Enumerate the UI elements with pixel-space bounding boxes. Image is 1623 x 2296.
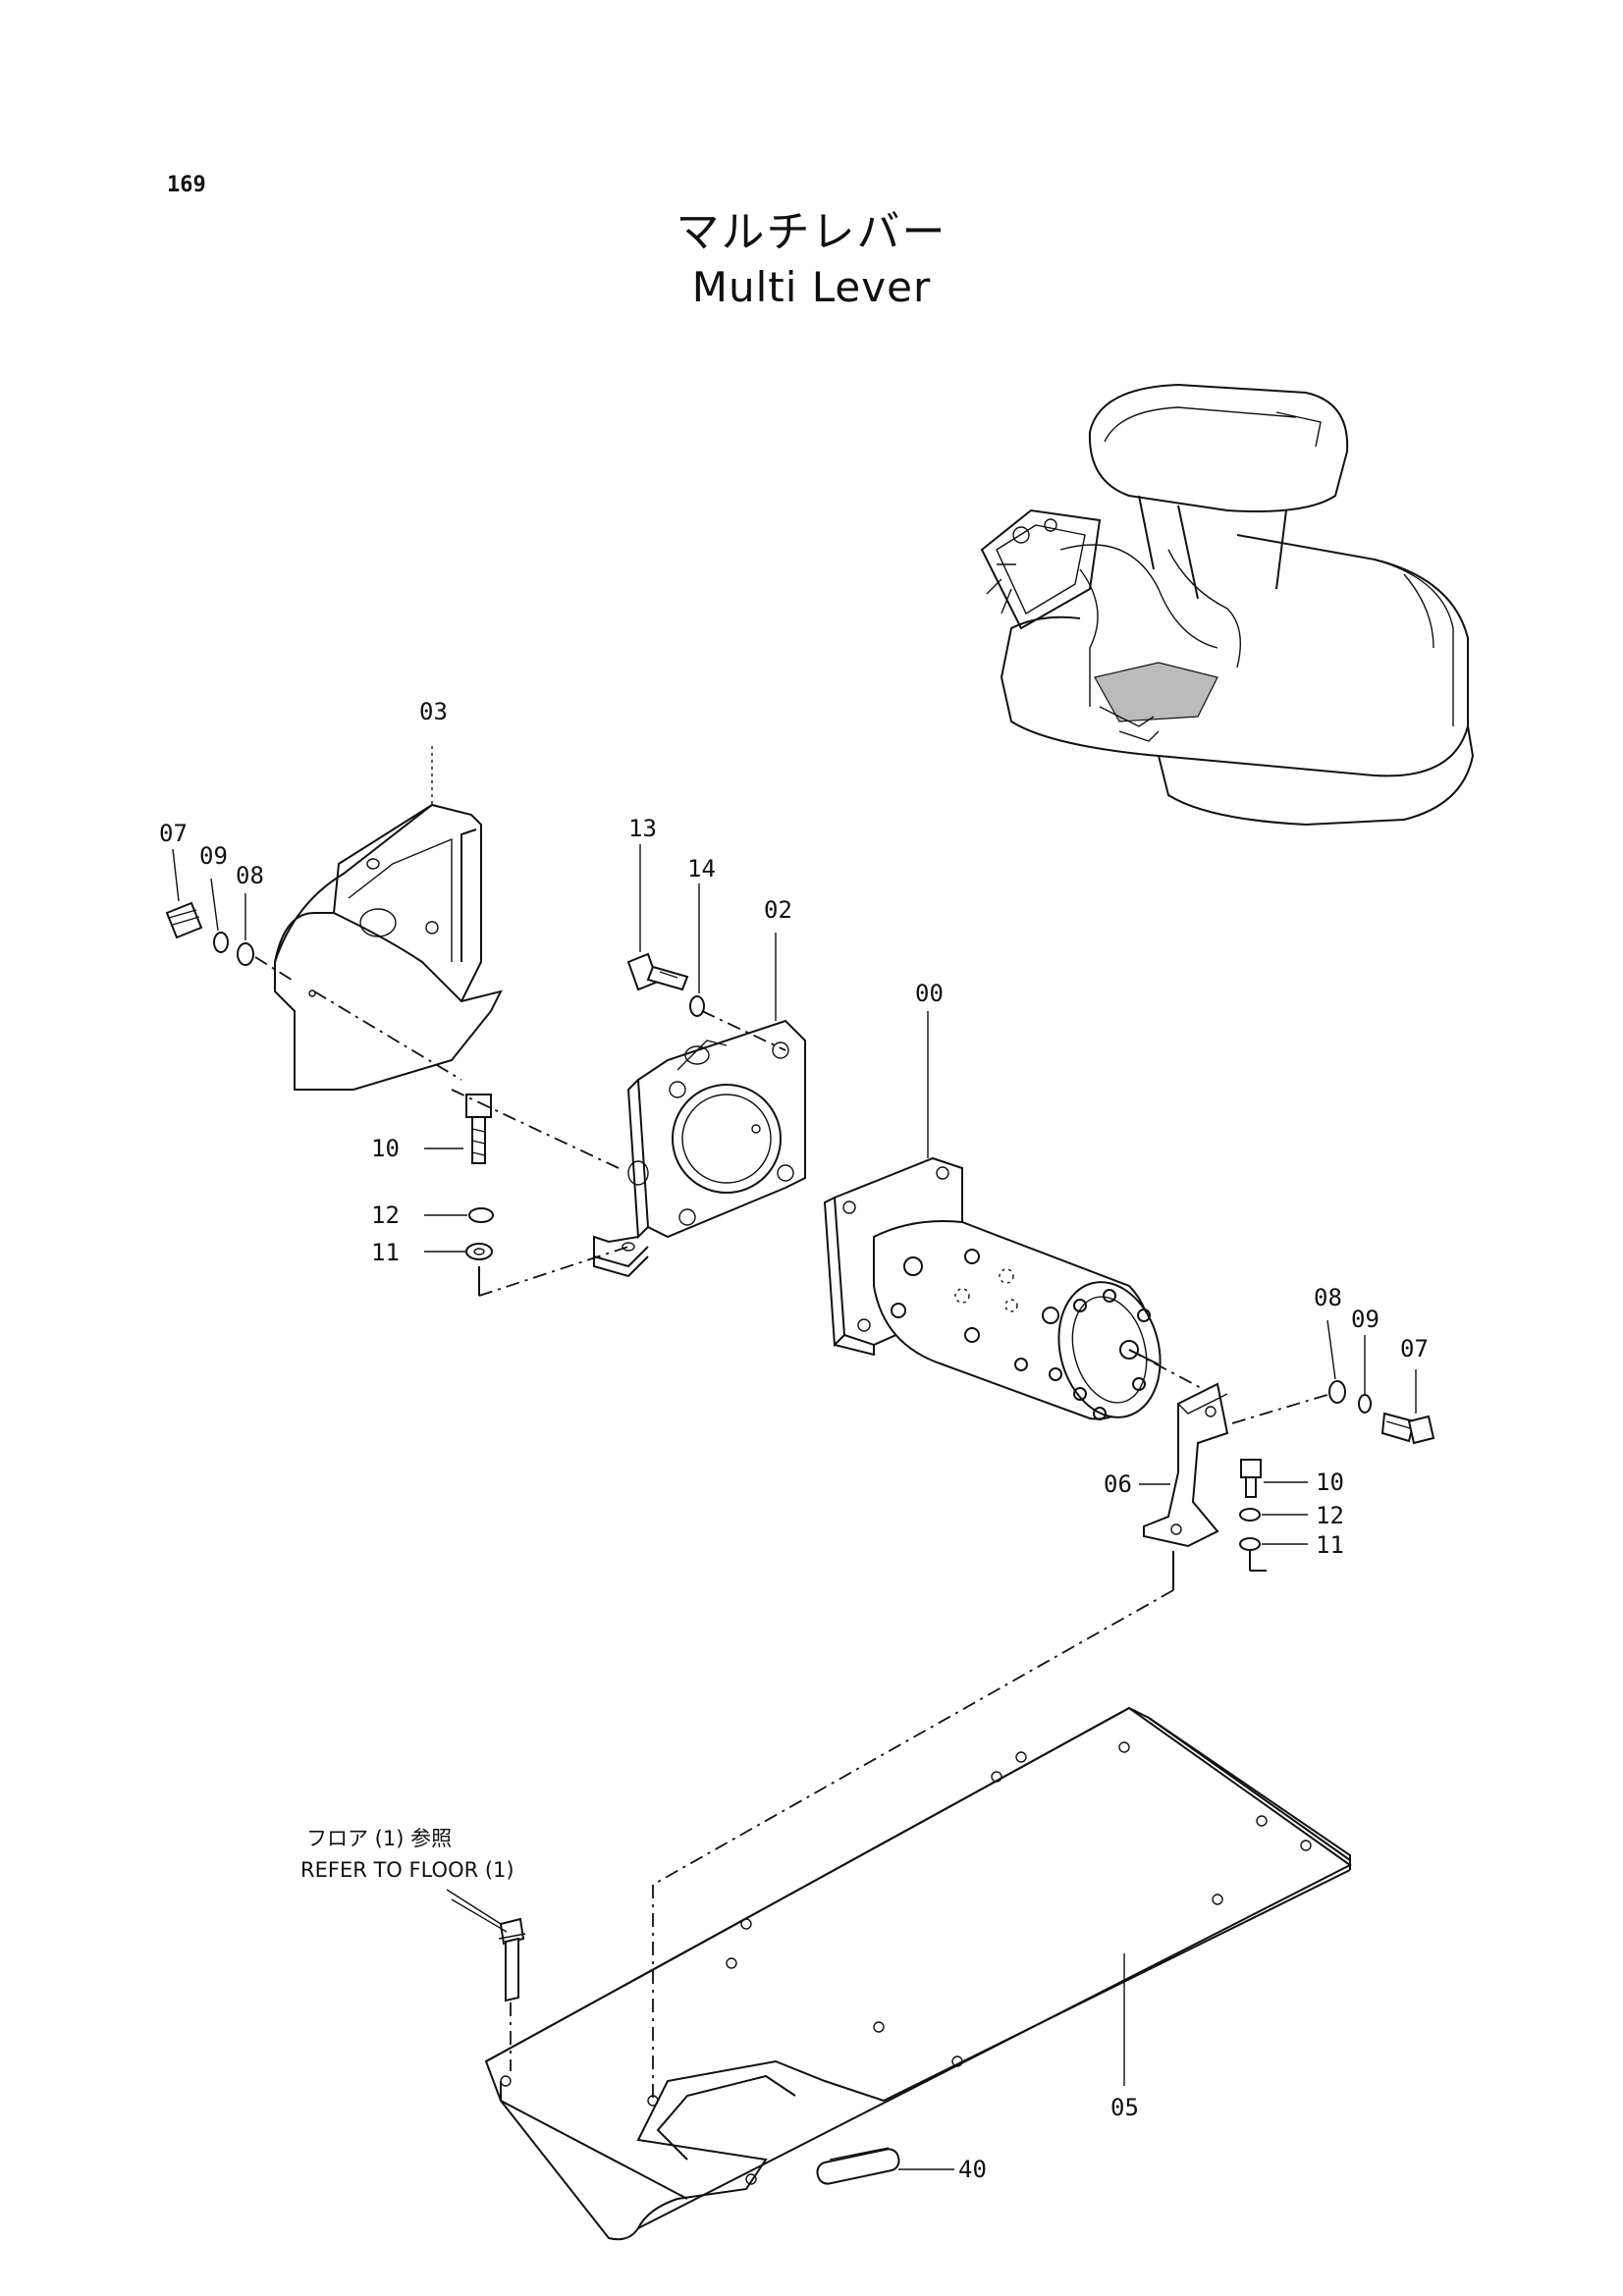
diagram-title-japanese: マルチレバー bbox=[676, 207, 947, 257]
callout-13: 13 bbox=[628, 815, 657, 842]
callout-40: 40 bbox=[958, 2156, 987, 2183]
fastener-washer-11-right bbox=[1239, 1537, 1261, 1551]
part-02-bracket bbox=[593, 1019, 806, 1278]
callout-11-left: 11 bbox=[371, 1239, 400, 1266]
callout-02: 02 bbox=[764, 896, 792, 924]
callout-10-right: 10 bbox=[1316, 1468, 1344, 1496]
callout-07-left: 07 bbox=[159, 820, 188, 847]
page-number: 169 bbox=[167, 173, 206, 197]
fastener-bolt-10-right bbox=[1240, 1459, 1262, 1498]
fastener-bolt-07-left bbox=[165, 901, 203, 939]
callout-08-right: 08 bbox=[1314, 1284, 1342, 1311]
callout-12-right: 12 bbox=[1316, 1502, 1344, 1529]
reference-note-japanese: フロア (1) 参照 bbox=[306, 1827, 452, 1850]
callout-12-left: 12 bbox=[371, 1201, 400, 1229]
fastener-lockwasher-12-left bbox=[468, 1207, 494, 1223]
fastener-bolt-10-left bbox=[465, 1094, 492, 1164]
reference-note: フロア (1) 参照 REFER TO FLOOR (1) bbox=[300, 1827, 514, 1882]
fastener-washer-09-right bbox=[1358, 1394, 1372, 1414]
callout-00: 00 bbox=[915, 980, 944, 1007]
fastener-bolt-13 bbox=[626, 952, 689, 991]
fastener-washer-08-right bbox=[1328, 1380, 1346, 1404]
callout-10-left: 10 bbox=[371, 1135, 400, 1162]
callout-14: 14 bbox=[687, 855, 716, 882]
fastener-washer-14 bbox=[689, 995, 705, 1017]
callout-05: 05 bbox=[1110, 2094, 1139, 2121]
part-03-cover bbox=[274, 803, 503, 1091]
assembly-lines bbox=[254, 956, 1331, 2101]
diagram-title-english: Multi Lever bbox=[691, 263, 932, 311]
callout-09-left: 09 bbox=[199, 842, 228, 870]
callout-03: 03 bbox=[419, 698, 448, 725]
fastener-washer-08-left bbox=[237, 942, 254, 966]
fastener-lockwasher-12-right bbox=[1239, 1508, 1261, 1522]
fastener-bolt-07-right bbox=[1380, 1412, 1435, 1445]
part-40-rubber-grip bbox=[816, 2147, 900, 2185]
fastener-washer-11-left bbox=[465, 1243, 493, 1260]
callout-labels: 03 07 09 08 13 14 02 00 10 12 11 08 09 0… bbox=[159, 698, 1429, 2183]
fastener-washer-09-left bbox=[213, 932, 229, 953]
machine-overview-illustration bbox=[980, 383, 1475, 827]
part-05-floor-plate bbox=[484, 1706, 1352, 2241]
leader-lines bbox=[172, 746, 1417, 2170]
fastener-floor-bolt bbox=[498, 1917, 526, 2002]
part-00-pilot-valve bbox=[823, 1156, 1162, 1420]
callout-08-left: 08 bbox=[236, 862, 264, 889]
callout-07-right: 07 bbox=[1400, 1335, 1429, 1362]
callout-11-right: 11 bbox=[1316, 1531, 1344, 1559]
part-06-stay bbox=[1143, 1382, 1229, 1548]
callout-06: 06 bbox=[1104, 1470, 1132, 1498]
reference-note-english: REFER TO FLOOR (1) bbox=[300, 1858, 514, 1882]
callout-09-right: 09 bbox=[1351, 1306, 1380, 1333]
